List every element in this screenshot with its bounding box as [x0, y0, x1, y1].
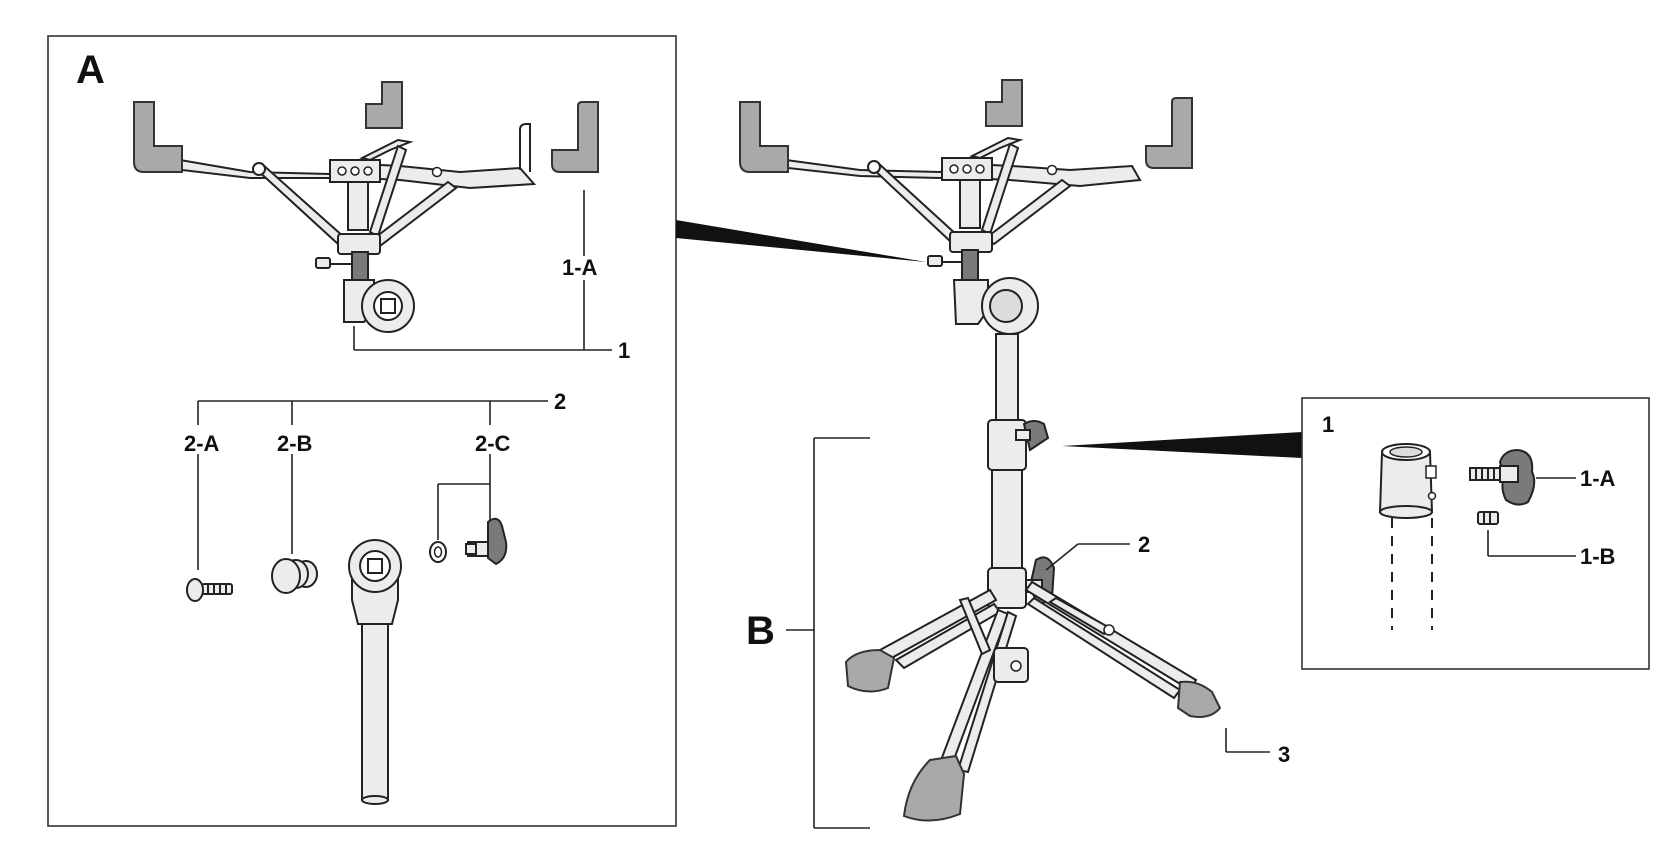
label-1-a: 1-A — [562, 255, 598, 280]
stand-callout-lines — [1045, 543, 1270, 753]
label-2-a: 2-A — [184, 431, 220, 456]
rubber-foot-left — [844, 648, 896, 693]
label-2: 2 — [554, 389, 566, 414]
detail-callout-lines — [1487, 477, 1576, 557]
callout-lines-part-2 — [197, 400, 548, 570]
detail-label-1-a: 1-A — [1580, 466, 1616, 491]
wing-bolt-1-a-illustration — [1469, 448, 1536, 506]
panel-b-letter: B — [746, 609, 775, 653]
rubber-foot-front — [902, 754, 966, 822]
snare-basket-illustration — [133, 81, 599, 333]
wing-bolt-2-c-illustration — [429, 517, 508, 566]
label-1: 1 — [618, 338, 630, 363]
callout-lines-part-1 — [353, 190, 612, 351]
basket-pad-right-detached — [551, 101, 599, 173]
basket-pad-center — [365, 81, 403, 129]
detail-label-1-b: 1-B — [1580, 544, 1615, 569]
detail-panel-frame — [1301, 397, 1650, 670]
screw-2-a-illustration — [186, 578, 233, 602]
clamp-collar-illustration — [1378, 443, 1437, 630]
panel-b-bracket — [786, 437, 870, 829]
panel-a-letter: A — [76, 48, 105, 92]
basket-pad-left — [133, 101, 183, 173]
stand-label-2: 2 — [1138, 532, 1150, 557]
panel-a: A — [47, 35, 677, 827]
label-2-c: 2-C — [475, 431, 511, 456]
pointer-wedge-to-detail — [1062, 432, 1302, 458]
set-screw-1-b-illustration — [1477, 511, 1499, 525]
panel-a-frame — [47, 35, 677, 827]
detail-panel-number: 1 — [1322, 412, 1334, 437]
ratchet-rod-illustration — [348, 539, 402, 805]
pointer-wedge-a-to-b — [676, 220, 926, 262]
label-2-b: 2-B — [277, 431, 312, 456]
detail-panel-1: 1 1-A 1-B — [1301, 397, 1650, 670]
rubber-foot-right — [1176, 680, 1222, 718]
washers-2-b-illustration — [271, 558, 318, 594]
snare-stand-illustration — [739, 79, 1222, 822]
stand-label-3: 3 — [1278, 742, 1290, 767]
